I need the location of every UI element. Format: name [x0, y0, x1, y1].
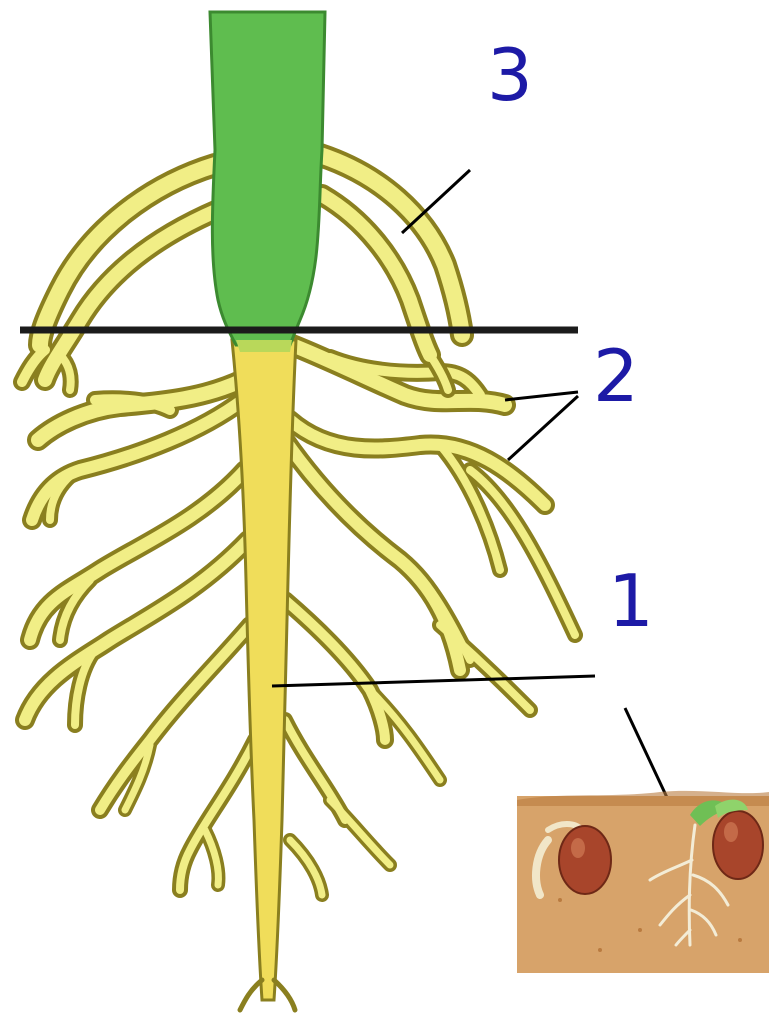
lateral-roots [25, 345, 575, 895]
leader-line-1 [272, 676, 595, 686]
taproot [232, 340, 296, 1010]
seedling-inset [517, 791, 769, 973]
label-adventitious-roots: 3 [487, 33, 533, 117]
leader-line-2b [508, 396, 578, 460]
stem [210, 12, 325, 352]
leader-line-2a [505, 392, 578, 400]
label-lateral-roots: 2 [593, 334, 639, 418]
label-taproot: 1 [608, 559, 654, 643]
labels: 3 2 1 [487, 33, 654, 643]
